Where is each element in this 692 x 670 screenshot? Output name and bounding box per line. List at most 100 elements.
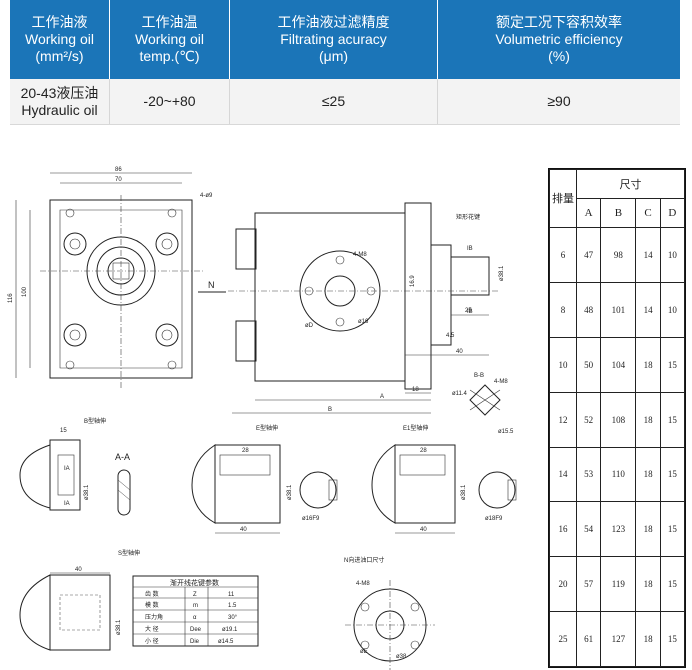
side-d16: ø16: [358, 319, 369, 325]
spline-row-val: 1.5: [228, 603, 237, 609]
port-ce: øE: [360, 649, 368, 655]
dim-col-c: C: [635, 198, 661, 228]
side-view: 矩形花键 IB IB 4-M8 ø16 øD 16.9 ø38.1 25 4.5…: [228, 202, 505, 414]
dimension-table: 排量 尺寸 A B C D 6 47 98 14 10 8 48 101 14 …: [548, 168, 686, 668]
side-port-hole-2: [335, 317, 345, 327]
spline-row-sym: α: [193, 615, 197, 621]
dim-a: 48: [575, 281, 602, 338]
pump-drawing: 86 70 4-ø9 116 100 N 矩形花键 IB IB 4-M8 ø16…: [0, 155, 548, 670]
dim-hole: 4-ø9: [200, 193, 213, 199]
s-shaft-d38: ø38.1: [116, 619, 122, 635]
dim-45: 4.5: [446, 333, 455, 339]
header-unit: (%): [548, 48, 570, 64]
dim-row: 16 54 123 18 15: [549, 501, 686, 558]
spline-row-sym: Z: [193, 592, 197, 598]
b-shaft-view: B型轴伸 15 IA IA ø38.1 A-A: [19, 417, 131, 516]
header-en: Volumetric efficiency: [495, 31, 623, 47]
drawing-svg: 86 70 4-ø9 116 100 N 矩形花键 IB IB 4-M8 ø16…: [8, 167, 517, 670]
dim-a: A: [380, 394, 384, 400]
dim-a: 50: [575, 336, 602, 393]
dim-d: 15: [659, 336, 686, 393]
e1-shaft-d38: ø38.1: [461, 484, 467, 500]
dim-disp: 16: [549, 501, 577, 558]
bb-d15: ø15.5: [498, 429, 514, 435]
value-working-oil: 20-43液压油 Hydraulic oil: [10, 79, 110, 124]
aa-hatch: [117, 479, 131, 491]
spec-table: 工作油液 Working oil (mm²/s) 工作油温 Working oi…: [10, 0, 680, 125]
dim-row: 12 52 108 18 15: [549, 391, 686, 448]
b-shaft-cap: [19, 444, 51, 509]
dim-col-d: D: [659, 198, 686, 228]
side-pilot: [430, 244, 452, 346]
dim-d: 15: [659, 446, 686, 503]
b-shaft-key: [57, 454, 75, 496]
dim-header-group: 尺寸: [576, 169, 685, 199]
dim-row: 8 48 101 14 10: [549, 281, 686, 338]
e-shaft-cap: [191, 444, 216, 524]
dim-disp: 10: [549, 336, 577, 393]
dim-116: 116: [8, 293, 14, 303]
b-shaft-title: B型轴伸: [84, 417, 106, 425]
header-en: Working oil: [135, 31, 204, 47]
dim-disp: 12: [549, 391, 577, 448]
aa-section: [117, 469, 131, 516]
dim-d: 15: [659, 556, 686, 613]
s-shaft-cap: [19, 574, 51, 651]
dim-b: 108: [600, 391, 637, 448]
dim-c: 18: [635, 336, 661, 393]
e1-shaft-section-key: [507, 479, 517, 501]
e1-shaft-body: [394, 444, 456, 524]
header-filtrating: 工作油液过滤精度 Filtrating acuracy (μm): [230, 0, 438, 79]
dim-col-a: A: [575, 198, 602, 228]
dim-a: 53: [575, 446, 602, 503]
dim-c: 18: [635, 501, 661, 558]
e-shaft-view: E型轴伸 28 40 ø38.1 ø16F9: [191, 424, 338, 534]
side-m8: 4-M8: [353, 252, 367, 258]
spec-header-row: 工作油液 Working oil (mm²/s) 工作油温 Working oi…: [10, 0, 680, 79]
dim-col-b: B: [600, 198, 637, 228]
header-working-oil: 工作油液 Working oil (mm²/s): [10, 0, 110, 79]
e-shaft-section: [299, 471, 337, 509]
bb-section: B-B 4-M8 ø11.4 ø15.5: [452, 373, 514, 435]
value-line: Hydraulic oil: [21, 101, 98, 118]
dim-b: 98: [600, 227, 637, 283]
bb-d114: ø11.4: [452, 391, 468, 397]
e1-shaft-28: 28: [420, 448, 427, 454]
header-cn: 工作油液过滤精度: [277, 14, 390, 30]
side-shaft: [450, 256, 490, 296]
e1-shaft-view: E1型轴伸 28 40 ø38.1 ø18F9: [371, 424, 517, 534]
aa-hatch: [117, 489, 131, 501]
dim-c: 18: [635, 391, 661, 448]
e-shaft-keyway: [219, 454, 271, 476]
side-dd: øD: [305, 323, 314, 329]
dim-b: 127: [600, 611, 637, 667]
dim-169: 16.9: [410, 275, 416, 287]
value-line: -20~+80: [143, 93, 196, 109]
value-line: ≥90: [547, 93, 571, 109]
port-m8: 4-M8: [356, 581, 370, 587]
side-nut-bottom: [235, 320, 257, 362]
mount-hole-tr: [167, 208, 177, 218]
header-oil-temp: 工作油温 Working oil temp.(℃): [110, 0, 230, 79]
spline-table-border: [132, 575, 259, 647]
n-port-view: N向进油口尺寸 4-M8 øE ø38: [344, 556, 435, 670]
e-shaft-section-key: [328, 479, 338, 501]
spline-row-val: 11: [228, 592, 235, 598]
e1-shaft-keyway: [399, 454, 446, 476]
b-shaft-body: [49, 439, 81, 511]
header-unit: (mm²/s): [35, 48, 84, 64]
mount-hole-tl: [65, 208, 75, 218]
dim-c: 18: [635, 611, 661, 667]
dim-disp: 25: [549, 611, 577, 667]
dim-d: 15: [659, 501, 686, 558]
value-filtrating: ≤25: [230, 79, 438, 124]
bb-m8: 4-M8: [494, 379, 508, 385]
bolt-hole-tl-inner: [69, 238, 81, 250]
b-shaft-ia2: IA: [64, 501, 70, 507]
spline-title: 矩形花键: [456, 213, 480, 221]
header-unit: temp.(℃): [139, 48, 200, 64]
dim-disp: 14: [549, 446, 577, 503]
b-shaft-ia1: IA: [64, 466, 70, 472]
dim-a: 52: [575, 391, 602, 448]
bolt-hole-bl: [63, 323, 87, 347]
